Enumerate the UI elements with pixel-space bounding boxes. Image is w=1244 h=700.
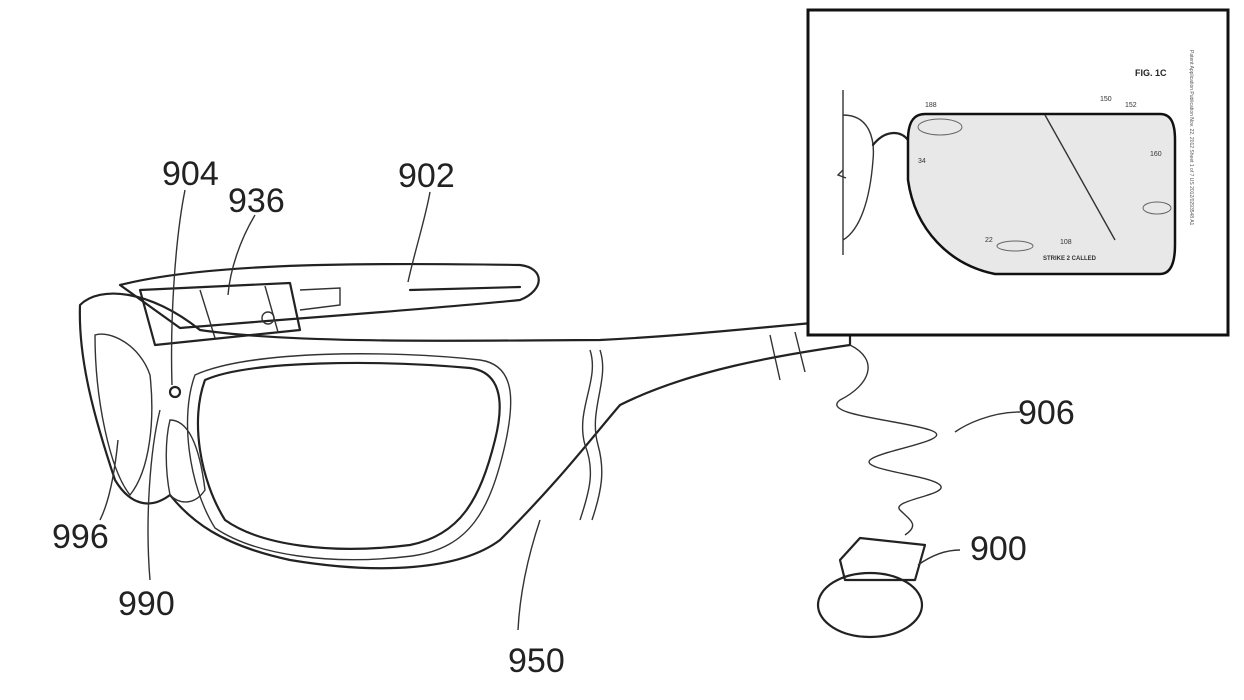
label-990: 990 — [118, 585, 175, 623]
label-950: 950 — [508, 642, 565, 680]
inset-fig-label: FIG. 1C — [1135, 68, 1167, 78]
inset-ref-152: 152 — [1125, 102, 1137, 109]
inset-ref-34: 34 — [918, 158, 926, 165]
inset-ref-108: 108 — [1060, 239, 1072, 246]
inset-caption: STRIKE 2 CALLED — [1043, 256, 1097, 262]
inset-ref-150: 150 — [1100, 96, 1112, 103]
label-900: 900 — [970, 530, 1027, 568]
leader-lines — [99, 189, 1021, 631]
label-996: 996 — [52, 518, 109, 556]
label-906: 906 — [1018, 394, 1075, 432]
inset-ref-188: 188 — [925, 102, 937, 109]
inset-ref-22: 22 — [985, 237, 993, 244]
glasses-drawing — [78, 262, 942, 639]
label-904: 904 — [162, 155, 219, 193]
inset-figure: FIG. 1C Patent Application Publication N… — [806, 8, 1230, 337]
label-902: 902 — [398, 157, 455, 195]
inset-side-text: Patent Application Publication Nov. 22, … — [1188, 50, 1194, 226]
label-936: 936 — [228, 182, 285, 220]
inset-ref-160: 160 — [1150, 151, 1162, 158]
